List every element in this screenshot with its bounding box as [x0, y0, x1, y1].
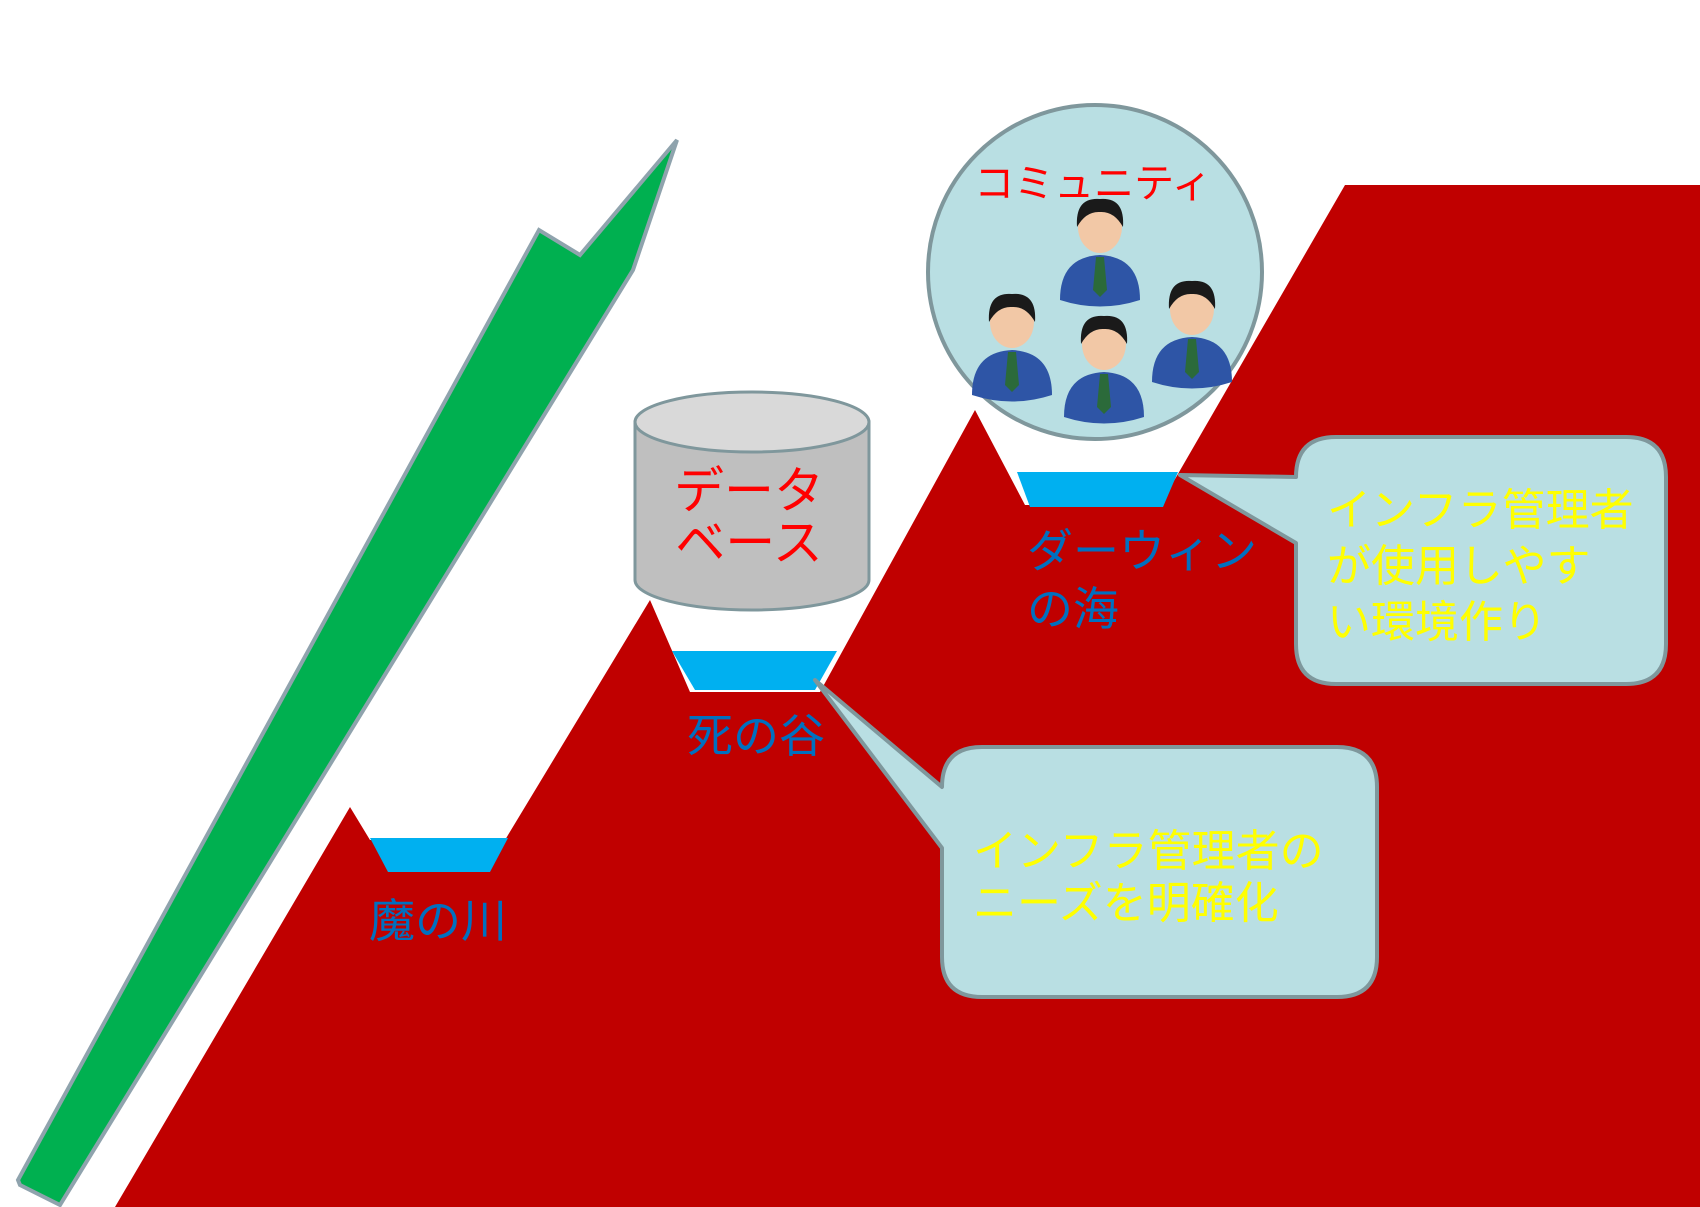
sea-label-line1: ダーウィン — [1027, 524, 1257, 578]
callout-sea-line2: が使用しやす — [1327, 541, 1591, 592]
sea-label-line2: の海 — [1027, 582, 1119, 636]
growth-arrow — [15, 138, 679, 1207]
person-icon — [1064, 315, 1144, 424]
callout-valley-line1: インフラ管理者の — [973, 826, 1324, 877]
callout-sea-line3: い環境作り — [1327, 597, 1547, 648]
valley-water — [672, 651, 837, 690]
person-icon — [1152, 280, 1232, 389]
valley-label: 死の谷 — [687, 709, 825, 763]
river-water — [370, 838, 508, 872]
callout-sea-bubble — [1178, 435, 1668, 686]
database-cylinder-icon — [633, 390, 871, 612]
database-label-line2: ベース — [675, 514, 823, 572]
people-group — [972, 198, 1232, 424]
person-icon — [1060, 198, 1140, 307]
callout-sea-line1: インフラ管理者 — [1327, 485, 1634, 536]
callout-valley-line2: ニーズを明確化 — [973, 878, 1279, 929]
database-label-line1: データ — [674, 462, 824, 520]
callout-valley-bubble — [813, 678, 1379, 999]
river-label: 魔の川 — [369, 894, 507, 948]
sea-water — [1017, 472, 1178, 507]
person-icon — [972, 293, 1052, 402]
